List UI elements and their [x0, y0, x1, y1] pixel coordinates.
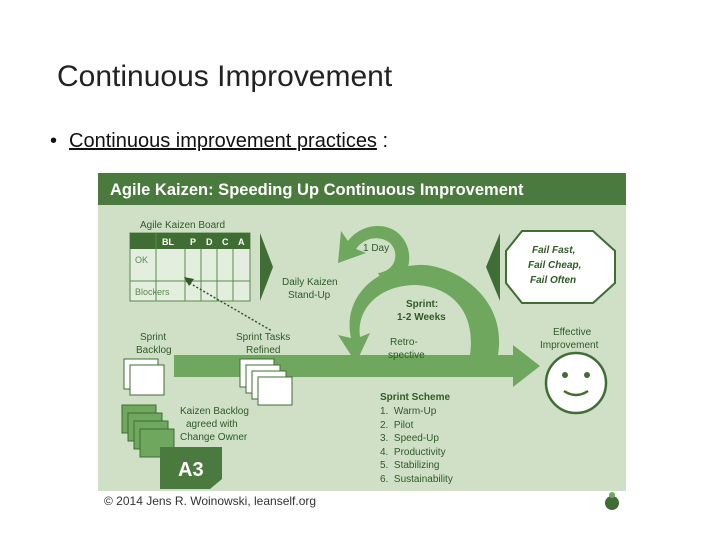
sprint-tasks-line2: Refined	[246, 345, 280, 356]
sprint-backlog-line2: Backlog	[136, 345, 172, 356]
sprint-label-line1: Sprint:	[406, 299, 438, 310]
diagram-footer-credit: © 2014 Jens R. Woinowski, leanself.org	[104, 494, 316, 508]
bullet-item: • Continuous improvement practices :	[50, 130, 388, 153]
daily-loop	[338, 226, 410, 285]
bullet-text: Continuous improvement practices	[69, 130, 377, 152]
board-col-a: A	[238, 237, 245, 247]
sprint-scheme-title: Sprint Scheme	[380, 392, 450, 403]
dotted-arrow-head	[184, 277, 194, 286]
kaizen-diagram: Agile Kaizen: Speeding Up Continuous Imp…	[98, 173, 626, 513]
sprint-scheme-item: 3. Speed-Up	[380, 433, 439, 444]
board-col-bl: BL	[162, 237, 174, 247]
daily-kaizen-line1: Daily Kaizen	[282, 277, 338, 288]
effective-line2: Improvement	[540, 340, 599, 351]
kaizen-backlog-line3: Change Owner	[180, 432, 248, 443]
sprint-tasks-line1: Sprint Tasks	[236, 332, 290, 343]
bullet-suffix: :	[376, 130, 389, 152]
board-row-blockers: Blockers	[135, 287, 170, 297]
diagram-footer-bar	[98, 491, 626, 513]
sprint-backlog-line1: Sprint	[140, 332, 166, 343]
sprint-tasks-cards-icon	[239, 358, 293, 406]
daily-kaizen-line2: Stand-Up	[288, 290, 331, 301]
board-label: Agile Kaizen Board	[140, 220, 225, 231]
sprint-loop	[338, 264, 500, 363]
board-row-ok: OK	[135, 255, 148, 265]
dotted-arrow	[185, 280, 273, 332]
fail-left-triangle	[486, 233, 500, 301]
board-col-c: C	[222, 237, 229, 247]
effective-line1: Effective	[553, 327, 592, 338]
kaizen-backlog-line1: Kaizen Backlog	[180, 406, 249, 417]
kaizen-backlog-cards-icon	[121, 404, 175, 458]
kaizen-board: BL P D C A OK Blockers	[129, 232, 251, 302]
sprint-label-line2: 1-2 Weeks	[397, 312, 446, 323]
fail-line2: Fail Cheap,	[528, 260, 581, 271]
retro-label-line2: spective	[388, 350, 425, 361]
sprint-backlog-cards-icon	[123, 358, 165, 396]
smiley-icon	[544, 351, 608, 415]
retro-label-line1: Retro-	[390, 337, 418, 348]
diagram-header-bar	[98, 173, 626, 205]
board-right-triangle	[260, 233, 273, 301]
kaizen-backlog-line2: agreed with	[186, 419, 238, 430]
leanself-logo-icon	[605, 492, 619, 510]
board-col-p: P	[190, 237, 196, 247]
sprint-scheme-item: 1. Warm-Up	[380, 406, 437, 417]
slide-title: Continuous Improvement	[57, 60, 393, 93]
sprint-scheme-item: 2. Pilot	[380, 420, 414, 431]
one-day-label: 1 Day	[363, 243, 389, 254]
diagram-header-title: Agile Kaizen: Speeding Up Continuous Imp…	[110, 181, 524, 199]
a3-label: A3	[178, 459, 204, 481]
a3-doc-icon	[160, 447, 222, 489]
sprint-scheme-item: 6. Sustainability	[380, 474, 453, 485]
fail-line1: Fail Fast,	[532, 245, 575, 256]
fail-octagon	[505, 230, 616, 304]
board-col-d: D	[206, 237, 213, 247]
sprint-scheme-item: 5. Stabilizing	[380, 460, 439, 471]
sprint-scheme-item: 4. Productivity	[380, 447, 446, 458]
fail-line3: Fail Often	[530, 275, 576, 286]
bullet-dot-icon: •	[50, 130, 58, 152]
